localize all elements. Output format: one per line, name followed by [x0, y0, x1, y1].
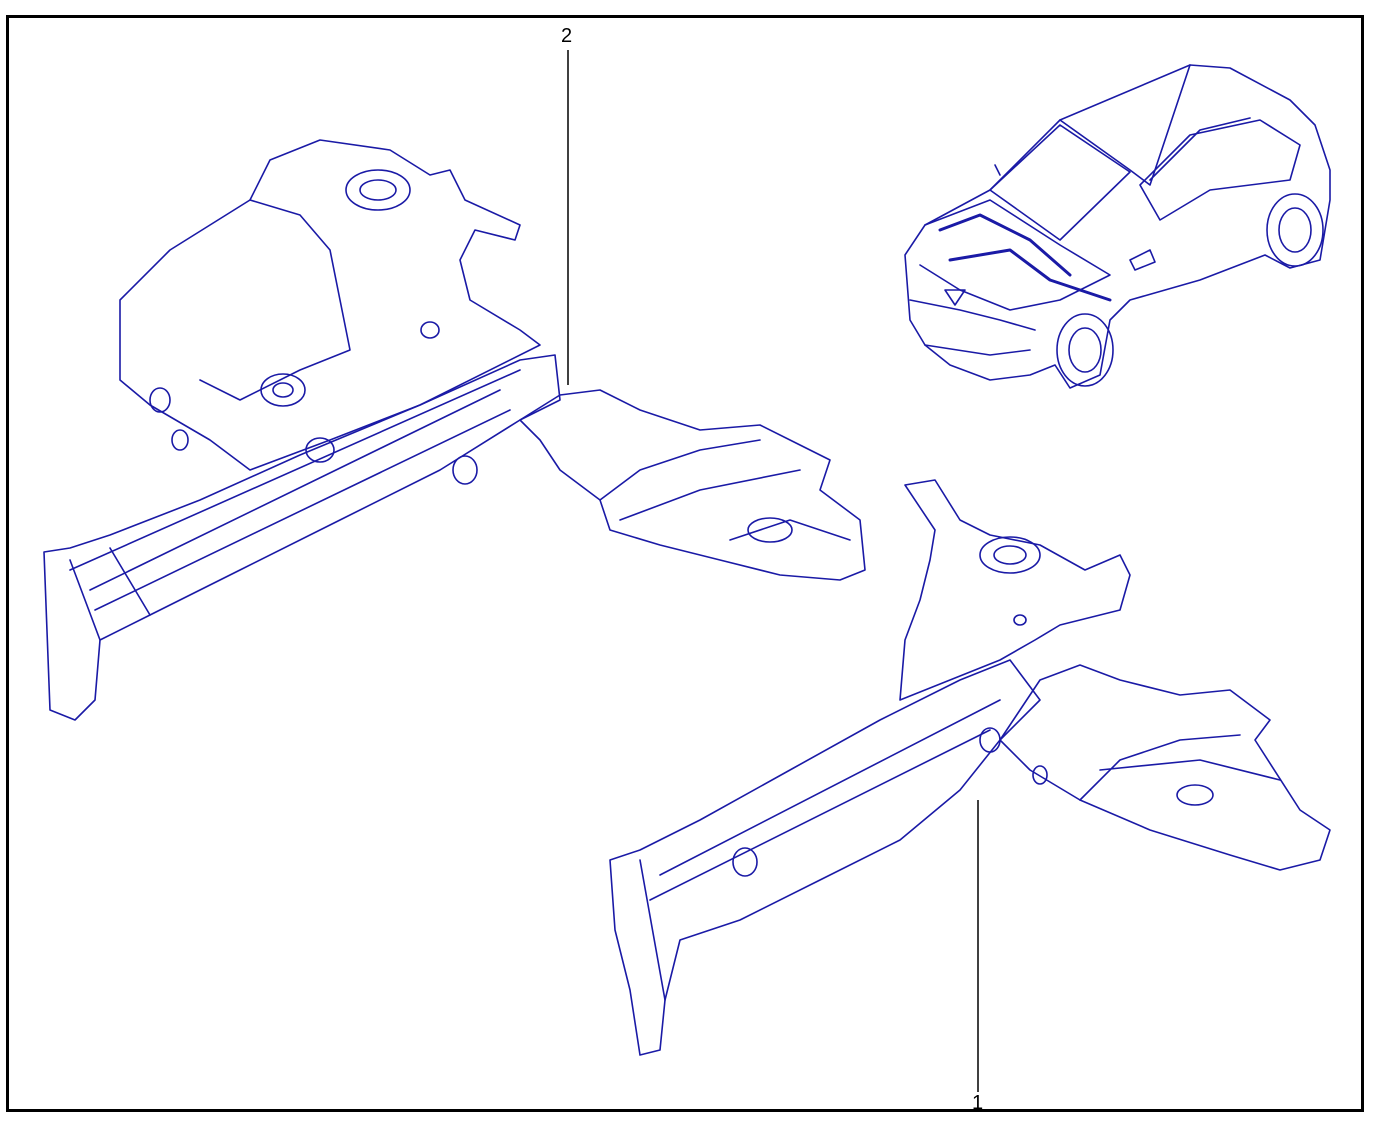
part-2-front-side-member [43, 139, 866, 721]
callout-2-label: 2 [561, 25, 573, 47]
diagram-frame [6, 15, 1364, 1112]
callout-1-label: 1 [972, 1092, 984, 1114]
vehicle-location-illustration [904, 64, 1331, 389]
part-1-front-side-member [609, 479, 1331, 1056]
